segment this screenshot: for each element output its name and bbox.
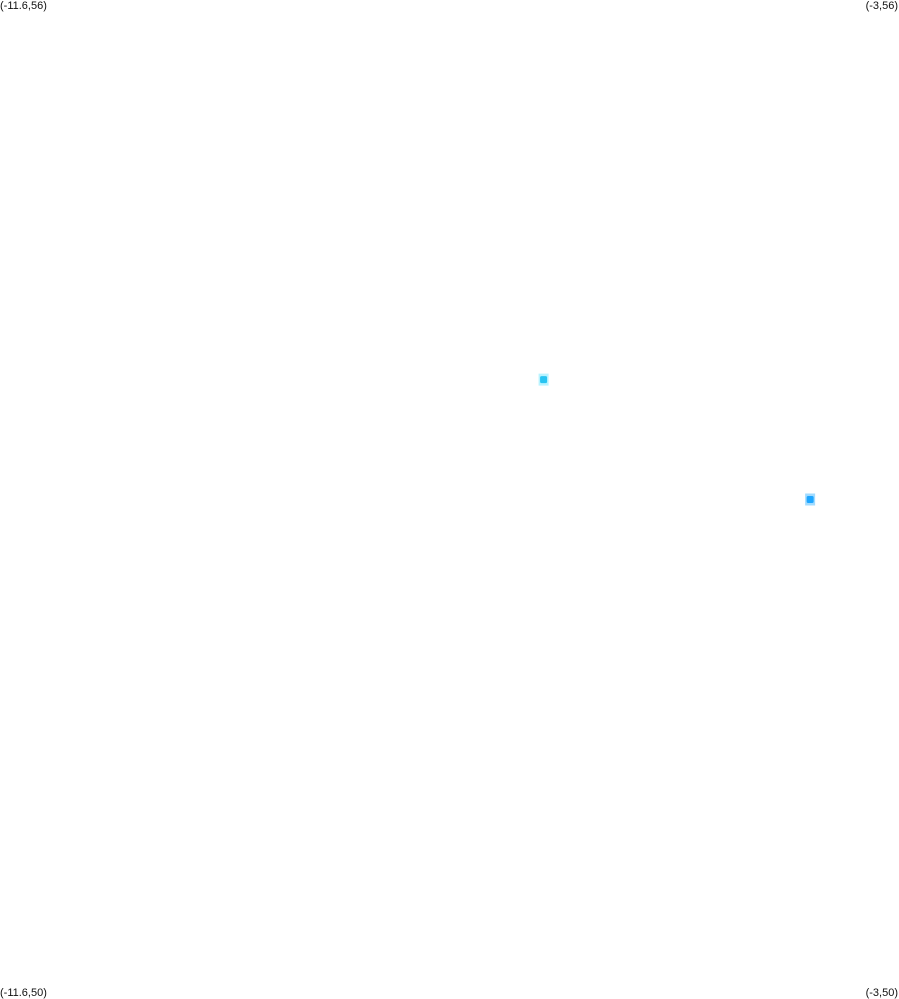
map-point-marker — [806, 496, 814, 503]
map-point-2 — [805, 493, 816, 506]
corner-label-top-right: (-3,56) — [865, 0, 898, 12]
corner-label-bottom-right: (-3,50) — [865, 987, 898, 999]
corner-label-top-left: (-11.6,56) — [0, 0, 47, 12]
map-point-marker — [540, 376, 548, 384]
map-point-1 — [538, 373, 549, 386]
corner-label-bottom-left: (-11.6,50) — [0, 987, 47, 999]
